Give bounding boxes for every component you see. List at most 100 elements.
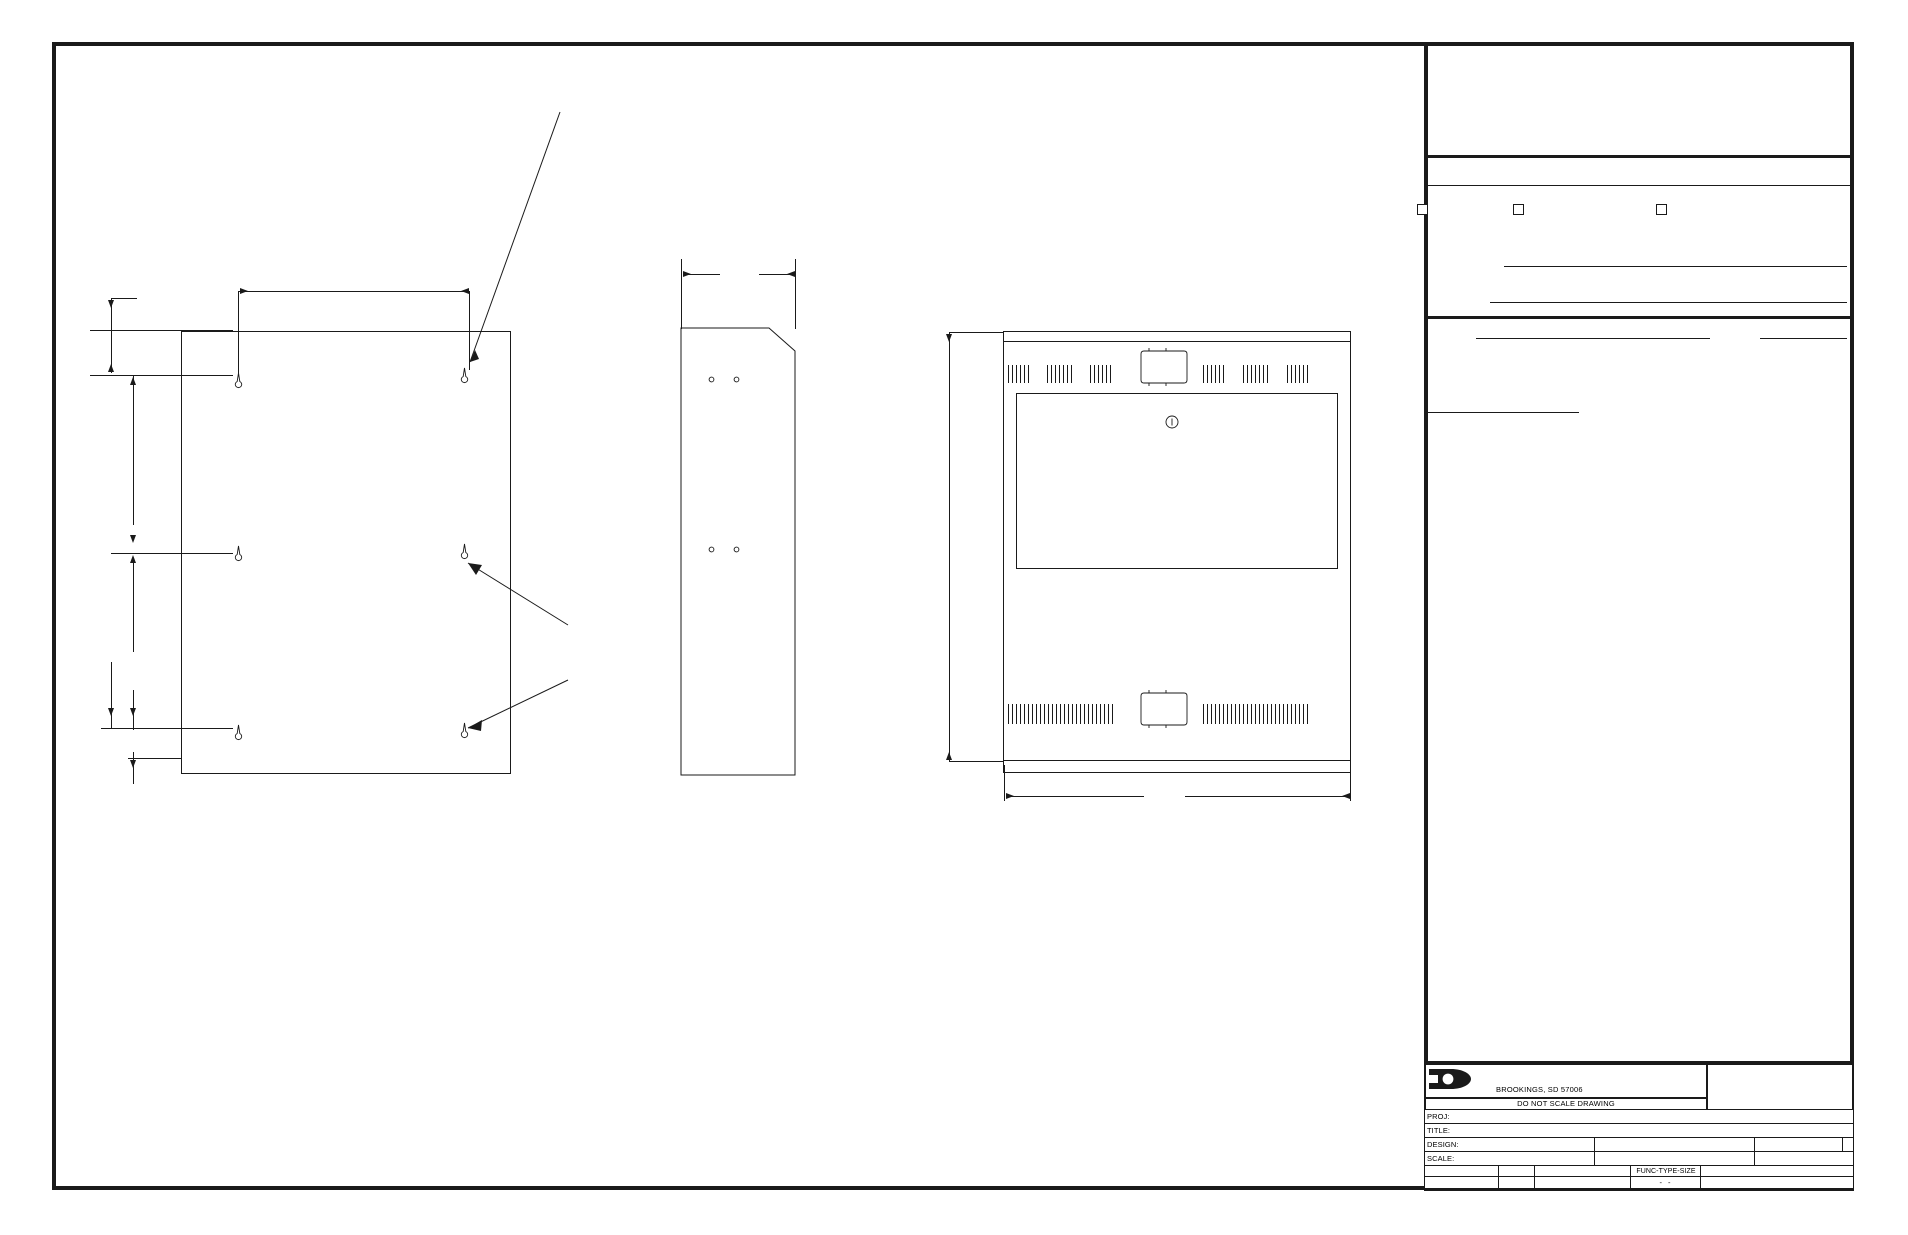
dim-arrow-left-c	[130, 377, 136, 385]
title-block-top-rule	[1424, 1061, 1854, 1064]
checkbox-option-1[interactable]	[1417, 204, 1428, 215]
leader-line-top	[469, 111, 561, 363]
part-number-header-text: FUNC-TYPE-SIZE	[1636, 1167, 1696, 1175]
scale-extra-cell-1[interactable]	[1594, 1151, 1756, 1166]
approval-line-2[interactable]	[1490, 302, 1847, 303]
dim-width-line-a	[1007, 796, 1144, 797]
dim-ext-top	[238, 291, 470, 292]
notes-line-1[interactable]	[1424, 412, 1579, 413]
vent-bank-bottom-right	[1203, 704, 1313, 724]
field-scale-label: SCALE:	[1427, 1153, 1455, 1163]
enclosure-body	[1003, 331, 1351, 773]
logo-cell: BROOKINGS, SD 57006	[1424, 1063, 1708, 1099]
approval-line-4[interactable]	[1760, 338, 1847, 339]
dim-left-ext-3	[133, 560, 134, 652]
dim-width-line-b	[1185, 796, 1347, 797]
dim-arrow-depth-right	[787, 271, 795, 277]
mounting-plate-outline	[181, 331, 511, 774]
dim-depth-line-a	[684, 274, 720, 275]
dim-height-ext-bottom	[949, 761, 1003, 762]
dim-arrow-left-b	[108, 364, 114, 372]
part-number-value-text: - -	[1659, 1178, 1673, 1188]
field-proj[interactable]: PROJ:	[1424, 1109, 1854, 1124]
fastener-hole-4	[733, 546, 740, 553]
notes-rule-2	[1424, 185, 1854, 186]
title-block-bottom-rule	[1424, 1188, 1854, 1191]
dim-left-tick-6	[128, 758, 182, 759]
dim-arrow-depth-left	[683, 271, 691, 277]
keyhole-slot-4	[460, 543, 469, 560]
dim-left-tick-4	[111, 553, 233, 554]
dim-left-tick-2	[90, 330, 233, 331]
dim-height-line	[949, 332, 950, 762]
field-design[interactable]: DESIGN:	[1424, 1137, 1596, 1152]
dim-break-top	[311, 291, 312, 292]
dim-arrow-left-h	[130, 760, 136, 768]
approval-line-3[interactable]	[1476, 338, 1710, 339]
enclosure-bottom-flange	[1004, 760, 1350, 761]
field-title[interactable]: TITLE:	[1424, 1123, 1854, 1138]
company-address: BROOKINGS, SD 57006	[1496, 1085, 1583, 1094]
dim-arrow-left-d	[130, 535, 136, 543]
leader-line-middle	[467, 562, 569, 626]
field-design-label: DESIGN:	[1427, 1139, 1459, 1149]
vent-bank-top-left-3	[1090, 365, 1116, 383]
checkbox-option-2[interactable]	[1513, 204, 1524, 215]
vent-bank-top-left-1	[1008, 365, 1034, 383]
design-extra-cell-2[interactable]	[1754, 1137, 1844, 1152]
scale-extra-cell-2[interactable]	[1754, 1151, 1854, 1166]
dim-left-tick-3	[90, 375, 233, 376]
field-title-label: TITLE:	[1427, 1125, 1451, 1135]
dim-arrow-top-right	[461, 288, 469, 294]
vent-bank-top-right-2	[1243, 365, 1273, 383]
dim-left-ext-1	[111, 298, 112, 373]
dim-arrow-width-right	[1342, 793, 1350, 799]
side-profile-outline	[680, 327, 796, 776]
approval-line-1[interactable]	[1504, 266, 1847, 267]
keyhole-slot-6	[460, 722, 469, 739]
field-proj-label: PROJ:	[1427, 1111, 1450, 1121]
dim-depth-ext-left	[681, 259, 682, 329]
vent-bank-top-right-3	[1287, 365, 1313, 383]
notes-rule-3	[1424, 316, 1854, 319]
design-extra-cell-1[interactable]	[1594, 1137, 1756, 1152]
knockout-plate-bottom	[1140, 690, 1188, 728]
power-icon	[1165, 415, 1179, 429]
dim-left-tick-1	[111, 298, 137, 299]
dim-left-ext-4	[111, 662, 112, 728]
dim-arrow-width-left	[1006, 793, 1014, 799]
dim-depth-line-b	[759, 274, 793, 275]
checkbox-option-3[interactable]	[1656, 204, 1667, 215]
dim-arrow-left-f	[108, 708, 114, 716]
dim-ext-top-left	[238, 291, 239, 374]
column-divider	[1424, 42, 1428, 1190]
dim-arrow-top-left	[240, 288, 248, 294]
field-scale[interactable]: SCALE:	[1424, 1151, 1596, 1166]
notes-rule-1	[1424, 155, 1854, 158]
dim-left-ext-2	[133, 375, 134, 525]
keyhole-slot-3	[234, 545, 243, 562]
vent-bank-top-right-1	[1203, 365, 1229, 383]
knockout-plate-top	[1140, 348, 1188, 386]
vent-bank-bottom-left	[1008, 704, 1118, 724]
dim-width-ext-right	[1350, 765, 1351, 801]
dim-width-ext-left	[1004, 765, 1005, 801]
enclosure-top-flange	[1004, 341, 1350, 342]
leader-line-bottom	[467, 679, 569, 731]
design-extra-cell-3[interactable]	[1842, 1137, 1854, 1152]
dim-arrow-left-e	[130, 555, 136, 563]
dim-arrow-left-a	[108, 300, 114, 308]
drawing-border	[52, 42, 1854, 1190]
vent-bank-top-left-2	[1047, 365, 1077, 383]
dim-arrow-height-bottom	[946, 752, 952, 760]
drawing-number-cell[interactable]	[1706, 1063, 1854, 1111]
fastener-hole-3	[708, 546, 715, 553]
dim-left-ext-6	[133, 752, 134, 784]
dim-arrow-height-top	[946, 334, 952, 342]
fastener-hole-2	[733, 376, 740, 383]
dim-depth-ext-right	[795, 259, 796, 329]
fastener-hole-1	[708, 376, 715, 383]
dim-arrow-left-g	[130, 708, 136, 716]
dim-left-tick-5	[101, 728, 233, 729]
